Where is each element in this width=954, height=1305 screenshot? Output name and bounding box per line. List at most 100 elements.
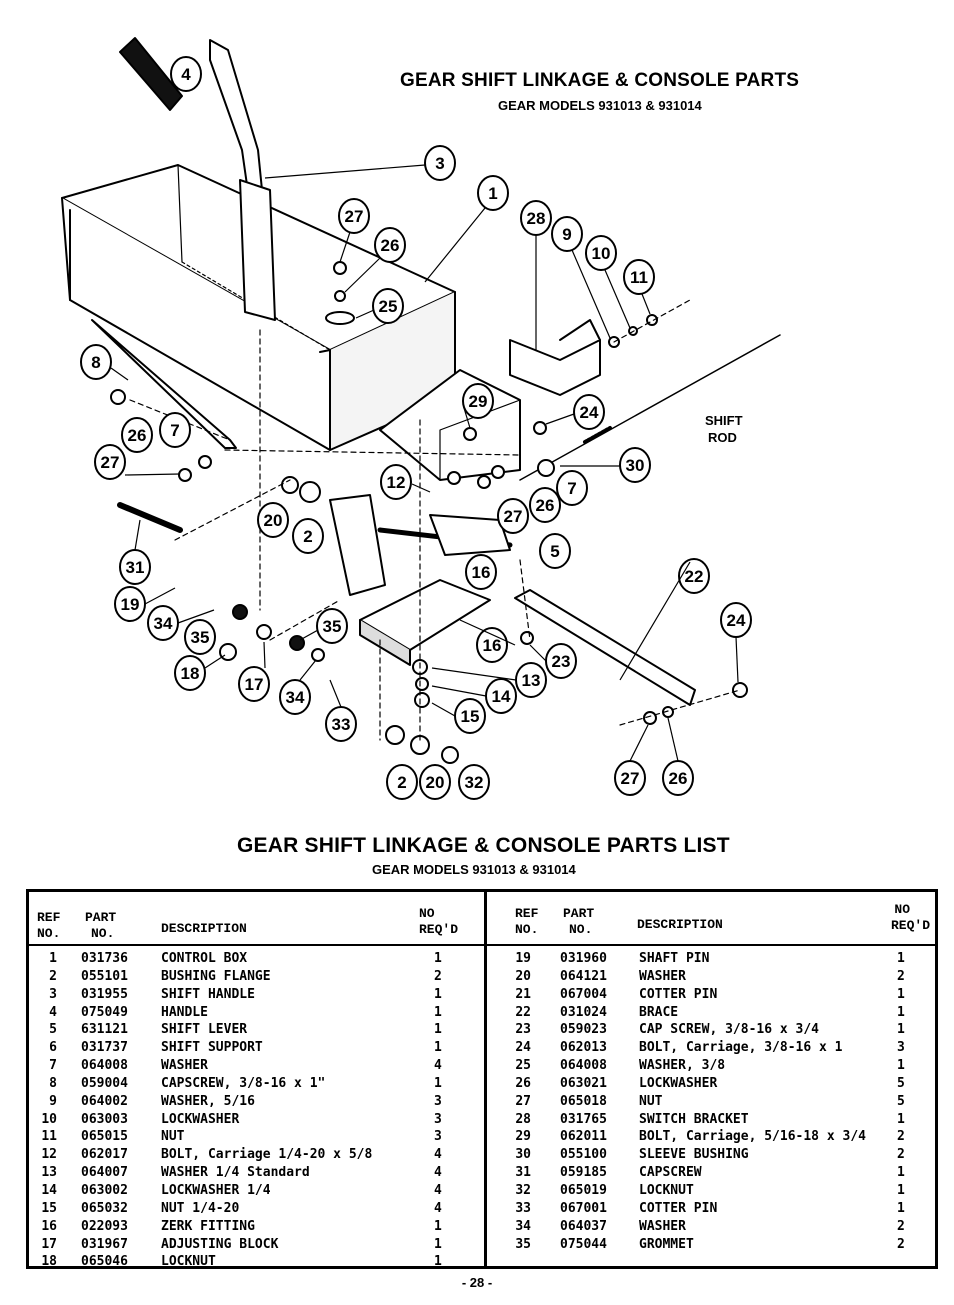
callout-2b: 2: [386, 764, 418, 800]
callout-5: 5: [539, 533, 571, 569]
svg-text:1: 1: [488, 184, 497, 203]
svg-text:24: 24: [580, 403, 599, 422]
callout-27: 27: [338, 198, 370, 234]
cell-ref: 27: [515, 1093, 531, 1109]
callout-26: 26: [374, 227, 406, 263]
callout-26c: 26: [529, 487, 561, 523]
callout-32: 32: [458, 764, 490, 800]
cell-qty: 1: [434, 1022, 442, 1038]
callout-14: 14: [485, 678, 517, 714]
cell-qty: 1: [434, 1236, 442, 1252]
cell-desc: WASHER: [639, 968, 686, 984]
cell-ref: 15: [41, 1200, 57, 1216]
cell-ref: 28: [515, 1111, 531, 1127]
callout-28: 28: [520, 200, 552, 236]
cell-qty: 3: [434, 1093, 442, 1109]
cell-ref: 35: [515, 1236, 531, 1252]
cell-desc: WASHER: [639, 1218, 686, 1234]
cell-ref: 24: [515, 1040, 531, 1056]
cell-desc: LOCKWASHER: [639, 1075, 718, 1091]
callout-27c: 27: [497, 498, 529, 534]
header-rule: [29, 944, 935, 946]
cell-part: 031737: [81, 1040, 128, 1056]
capscrew-31: [117, 502, 183, 533]
svg-text:16: 16: [483, 636, 502, 655]
cell-part: 031024: [560, 1004, 607, 1020]
callout-26b: 26: [121, 417, 153, 453]
cell-ref: 23: [515, 1022, 531, 1038]
callout-24: 24: [573, 394, 605, 430]
adjusting-plate: [359, 579, 491, 651]
callout-18: 18: [174, 655, 206, 691]
cell-desc: CAPSCREW: [639, 1165, 702, 1181]
cell-desc: WASHER, 5/16: [161, 1093, 255, 1109]
svg-text:29: 29: [469, 392, 488, 411]
cell-part: 063002: [81, 1182, 128, 1198]
cell-desc: BUSHING FLANGE: [161, 968, 271, 984]
cell-part: 064008: [560, 1058, 607, 1074]
cell-desc: NUT: [161, 1129, 185, 1145]
page-number: - 28 -: [461, 1275, 493, 1290]
cell-desc: WASHER: [161, 1058, 208, 1074]
cell-qty: 2: [897, 1218, 905, 1234]
shift-support: [91, 319, 237, 449]
cell-qty: 5: [897, 1093, 905, 1109]
cell-ref: 21: [515, 986, 531, 1002]
cell-ref: 22: [515, 1004, 531, 1020]
cell-part: 062017: [81, 1147, 128, 1163]
cell-ref: 3: [49, 986, 57, 1002]
callout-23: 23: [545, 643, 577, 679]
cell-qty: 3: [897, 1040, 905, 1056]
cell-part: 031955: [81, 986, 128, 1002]
cell-qty: 4: [434, 1182, 442, 1198]
cell-part: 022093: [81, 1218, 128, 1234]
callout-9: 9: [551, 216, 583, 252]
cell-desc: SHIFT SUPPORT: [161, 1040, 263, 1056]
cell-qty: 4: [434, 1058, 442, 1074]
callout-10: 10: [585, 235, 617, 271]
cell-part: 031960: [560, 951, 607, 966]
cell-desc: BOLT, Carriage, 5/16-18 x 3/4: [639, 1129, 866, 1145]
cell-part: 065019: [560, 1182, 607, 1198]
callout-25: 25: [372, 288, 404, 324]
svg-text:26: 26: [381, 236, 400, 255]
cell-qty: 4: [434, 1147, 442, 1163]
cell-part: 064007: [81, 1165, 128, 1181]
cell-part: 065032: [81, 1200, 128, 1216]
callout-35b: 35: [316, 608, 348, 644]
cell-desc: WASHER, 3/8: [639, 1058, 726, 1074]
callout-16: 16: [465, 554, 497, 590]
cell-part: 031967: [81, 1236, 128, 1252]
svg-text:27: 27: [345, 207, 364, 226]
svg-text:15: 15: [461, 707, 480, 726]
cell-part: 063003: [81, 1111, 128, 1127]
callout-7b: 7: [556, 470, 588, 506]
cell-desc: LOCKWASHER: [161, 1111, 240, 1127]
svg-text:20: 20: [426, 773, 445, 792]
svg-text:4: 4: [181, 65, 191, 84]
brace: [514, 589, 696, 706]
cell-desc: GROMMET: [639, 1236, 694, 1252]
svg-text:23: 23: [552, 652, 571, 671]
cell-ref: 12: [41, 1147, 57, 1163]
svg-text:31: 31: [126, 558, 145, 577]
cell-desc: CONTROL BOX: [161, 951, 248, 966]
callout-35: 35: [184, 619, 216, 655]
callout-2: 2: [292, 518, 324, 554]
cell-part: 062013: [560, 1040, 607, 1056]
